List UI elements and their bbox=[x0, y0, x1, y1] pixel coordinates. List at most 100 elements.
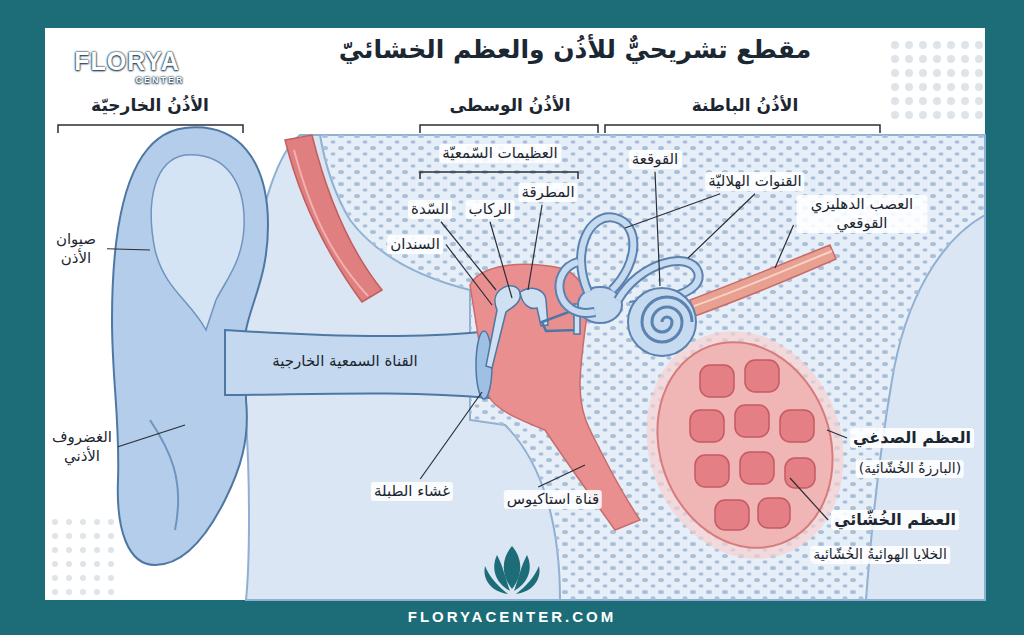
decor-dot bbox=[80, 561, 86, 567]
leader-line bbox=[827, 430, 847, 438]
brand-mark bbox=[484, 546, 539, 594]
part-label: القناة السمعية الخارجية bbox=[272, 352, 418, 371]
decor-dot bbox=[891, 55, 899, 63]
part-label: الركاب bbox=[466, 200, 515, 219]
malleus bbox=[486, 286, 520, 368]
leader-line bbox=[420, 392, 482, 479]
section-heading: الأذُنُ الخارجيّة bbox=[91, 95, 209, 116]
canal bbox=[581, 217, 633, 292]
section-bracket bbox=[420, 125, 598, 133]
decor-dot bbox=[905, 97, 913, 105]
decor-dot bbox=[905, 55, 913, 63]
muscle-fibre bbox=[294, 150, 368, 296]
decor-dot bbox=[975, 111, 983, 119]
decor-dot bbox=[933, 55, 941, 63]
mastoid-air-cells bbox=[690, 360, 815, 530]
decor-dot bbox=[80, 519, 86, 525]
decor-dot bbox=[108, 533, 114, 539]
leader-line bbox=[528, 205, 542, 290]
decor-dot bbox=[108, 547, 114, 553]
decor-dot bbox=[891, 69, 899, 77]
decor-dot bbox=[961, 83, 969, 91]
air-cell bbox=[758, 498, 790, 528]
part-label: غشاء الطبلة bbox=[371, 482, 453, 501]
part-note: الخلايا الهوائيةُ الخُشّائية bbox=[810, 546, 950, 564]
diagram-title: مقطع تشريحيٌّ للأذُن والعظم الخشائيّ bbox=[339, 34, 811, 65]
air-cell bbox=[780, 410, 814, 442]
decor-dot bbox=[52, 561, 58, 567]
air-cell bbox=[700, 365, 734, 397]
part-label: الغضروف الأذني bbox=[49, 428, 115, 466]
leaf bbox=[516, 566, 540, 594]
decor-dot bbox=[947, 41, 955, 49]
leader-line bbox=[107, 249, 150, 250]
decor-dot bbox=[919, 55, 927, 63]
decor-dot bbox=[66, 561, 72, 567]
decor-dot bbox=[933, 41, 941, 49]
decor-dot bbox=[52, 533, 58, 539]
air-cell bbox=[745, 360, 779, 392]
decor-dot bbox=[961, 41, 969, 49]
decor-dot bbox=[933, 97, 941, 105]
website-watermark: FLORYACENTER.COM bbox=[408, 608, 617, 627]
leader-line bbox=[538, 465, 585, 487]
middle-ear-cavity bbox=[470, 264, 640, 530]
decor-dot bbox=[66, 547, 72, 553]
decor-dot bbox=[108, 519, 114, 525]
decor-dot bbox=[52, 547, 58, 553]
leader-line bbox=[446, 244, 492, 305]
panel bbox=[45, 28, 985, 600]
decor-dot bbox=[961, 55, 969, 63]
section-bracket bbox=[420, 172, 578, 179]
brand-logo-sub: CENTER bbox=[135, 75, 184, 86]
air-cell bbox=[695, 455, 729, 487]
decor-dot bbox=[891, 97, 899, 105]
leader-line bbox=[625, 194, 720, 228]
decor-dot bbox=[975, 69, 983, 77]
decor-dot bbox=[94, 533, 100, 539]
decor-dot bbox=[52, 575, 58, 581]
section-heading: الأذُنُ الوسطى bbox=[450, 95, 571, 116]
leader-line bbox=[490, 222, 512, 298]
decor-dot bbox=[919, 69, 927, 77]
section-bracket bbox=[605, 125, 880, 133]
decor-dot bbox=[108, 589, 114, 595]
decor-dot bbox=[919, 83, 927, 91]
decor-dot bbox=[891, 41, 899, 49]
leader-line bbox=[688, 194, 755, 258]
decor-dot bbox=[919, 97, 927, 105]
group-heading: العظيمات السّمعيّة bbox=[439, 144, 561, 163]
canal-lumen bbox=[581, 217, 633, 292]
decor-dot bbox=[66, 589, 72, 595]
decor-dot bbox=[933, 111, 941, 119]
decor-dot bbox=[961, 97, 969, 105]
decor-dot bbox=[961, 111, 969, 119]
leader-line bbox=[775, 225, 794, 268]
decor-dot bbox=[52, 519, 58, 525]
part-label: السّدة bbox=[408, 200, 452, 219]
leader-line bbox=[441, 222, 496, 290]
decor-dot bbox=[94, 575, 100, 581]
decor-dot bbox=[80, 589, 86, 595]
decor-dot bbox=[947, 111, 955, 119]
decor-dot bbox=[905, 111, 913, 119]
part-label: المطرقة bbox=[518, 183, 577, 202]
soft-tissue bbox=[246, 135, 985, 600]
decor-dot bbox=[975, 83, 983, 91]
air-cell bbox=[735, 405, 769, 437]
cochlea bbox=[628, 288, 696, 356]
decor-dot bbox=[108, 575, 114, 581]
brand-logo: FLORYA bbox=[74, 46, 180, 77]
decor-dot bbox=[947, 55, 955, 63]
leader-line bbox=[790, 478, 828, 520]
part-label: العظم الصدغي bbox=[850, 428, 974, 448]
muscle bbox=[285, 135, 382, 302]
part-label: القوقعة bbox=[629, 150, 682, 169]
decor-dot bbox=[66, 533, 72, 539]
nerve bbox=[690, 245, 836, 316]
decor-dot bbox=[94, 519, 100, 525]
decor-dot bbox=[961, 69, 969, 77]
decor-dot bbox=[52, 589, 58, 595]
decor-dot bbox=[891, 111, 899, 119]
